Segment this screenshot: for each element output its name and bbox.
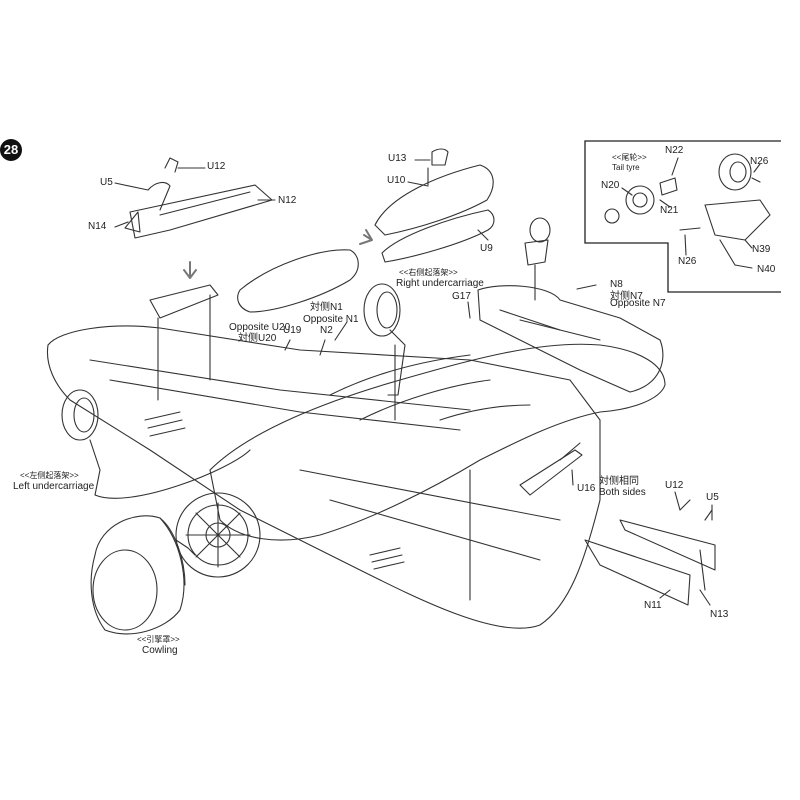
- label-cowling-cn: <<引擎罩>>: [137, 635, 180, 644]
- label-u10: U10: [387, 175, 406, 186]
- label-u5-top: U5: [100, 177, 113, 188]
- drop-tank-u9: [381, 209, 495, 263]
- label-cowling-en: Cowling: [142, 645, 178, 656]
- label-left-uc-cn: <<左侧起落架>>: [20, 471, 79, 480]
- right-wheel: [363, 283, 401, 337]
- label-u5-bottom: U5: [706, 492, 719, 503]
- inset-title-en: Tail tyre: [612, 163, 640, 172]
- part-n22: N22: [665, 145, 684, 156]
- label-both-sides-en: Both sides: [599, 487, 646, 498]
- label-both-sides-cn: 対侧相同: [599, 476, 639, 487]
- label-n13: N13: [710, 609, 729, 620]
- label-u16: U16: [577, 483, 596, 494]
- label-right-uc-en: Right undercarriage: [396, 278, 484, 289]
- label-n14: N14: [88, 221, 107, 232]
- label-opp-u20-en: Opposite U20: [229, 322, 291, 333]
- label-opp-n1-cn: 対侧N1: [310, 302, 343, 313]
- tail-wheel-main: [529, 217, 551, 243]
- label-opp-n7-cn: 対侧N7: [610, 291, 643, 302]
- label-n11: N11: [644, 600, 662, 611]
- label-n2: N2: [320, 325, 333, 336]
- label-u19: U19: [283, 325, 302, 336]
- flap-n12-assembly: [129, 184, 273, 239]
- aux-tank: [237, 249, 359, 313]
- drop-tank-u10: [374, 164, 494, 236]
- label-u13: U13: [388, 153, 407, 164]
- label-n12: N12: [278, 195, 297, 206]
- label-g17: G17: [452, 291, 471, 302]
- engine-radial: [175, 492, 261, 578]
- tail-tyre-wheel: [718, 153, 752, 191]
- cowling-part: [90, 515, 185, 635]
- step-number-badge: 28: [0, 139, 22, 161]
- main-wing: [46, 325, 601, 629]
- part-n20: N20: [601, 180, 620, 191]
- tail-tyre-n21: [625, 185, 655, 215]
- label-u12-bottom: U12: [665, 480, 684, 491]
- inset-title-cn: <<尾轮>>: [612, 153, 647, 162]
- part-n39: N39: [752, 244, 771, 255]
- label-u9: U9: [480, 243, 493, 254]
- part-n26-top: N26: [750, 156, 769, 167]
- tail-plane: [477, 285, 664, 393]
- gear-bay-left: [149, 284, 219, 319]
- part-n21: N21: [660, 205, 679, 216]
- rocket-u16: [519, 449, 583, 496]
- label-left-uc-en: Left undercarriage: [13, 481, 95, 492]
- part-n26-bottom: N26: [678, 256, 697, 267]
- label-opp-n7-en: Opposite N7: [610, 298, 666, 309]
- part-n40: N40: [757, 264, 776, 275]
- flap-n11-assembly: [584, 539, 691, 606]
- label-n8: N8: [610, 279, 623, 290]
- label-opp-u20-cn: 対侧U20: [238, 333, 277, 344]
- label-right-uc-cn: <<右侧起落架>>: [399, 268, 458, 277]
- label-u12-top: U12: [207, 161, 226, 172]
- label-opp-n1-en: Opposite N1: [303, 314, 359, 325]
- left-wheel: [61, 389, 99, 441]
